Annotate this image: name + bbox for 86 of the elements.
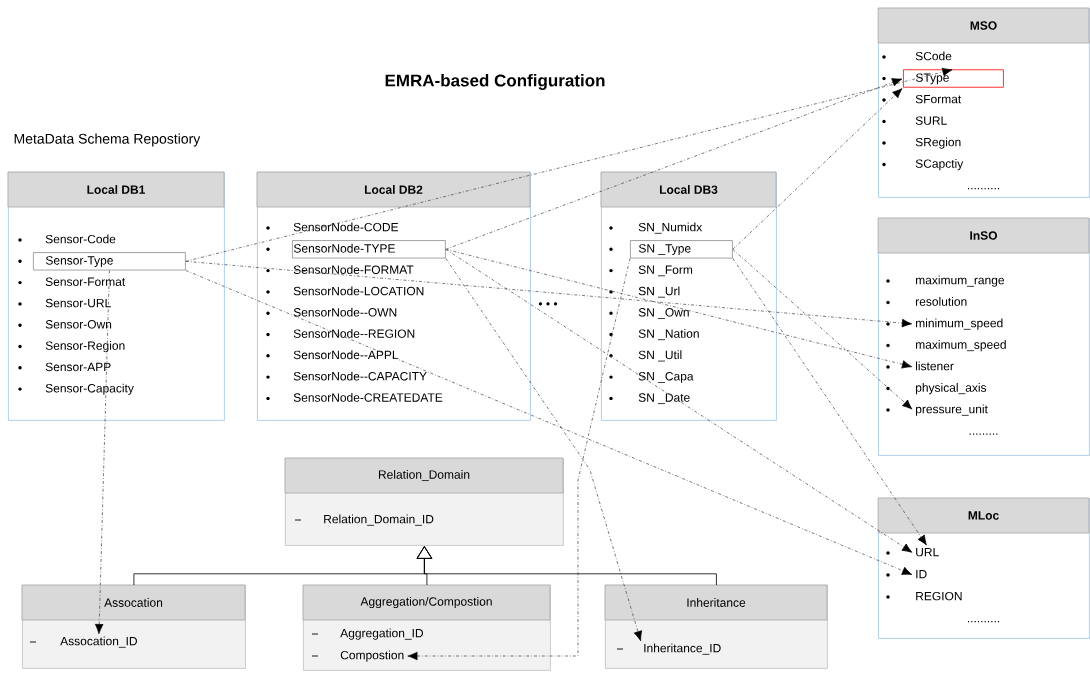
header-text: Local DB1 <box>87 185 145 194</box>
highlighted-field: SensorNode-TYPE <box>292 240 446 259</box>
ellipsis-text: .......... <box>967 620 1000 623</box>
list-item-text: SensorNode-CREATEDATE <box>293 392 443 402</box>
list-item-text: SensorNode--OWN <box>293 307 397 317</box>
list-item-text: Sensor-URL <box>45 298 111 308</box>
list-item-text: SRegion <box>915 137 961 149</box>
list-item-text: physical_axis <box>916 383 987 395</box>
header-text: Local DB3 <box>659 185 718 194</box>
list-item-text: Sensor-Region <box>45 341 125 353</box>
list-item-text: SN _Util <box>638 350 682 362</box>
list-item-text: Inheritance_ID <box>644 643 721 655</box>
header-text: InSO <box>970 231 997 240</box>
table <box>877 7 1090 198</box>
list-item-text: SensorNode--REGION <box>293 329 415 338</box>
arrow <box>732 248 913 410</box>
list-item-text: SN _Date <box>638 393 690 405</box>
highlighted-field: SType <box>903 69 1004 88</box>
arrow <box>185 260 913 328</box>
list-item-text: Aggregation_ID <box>340 628 423 640</box>
list-item-text: SensorNode-CODE <box>293 222 399 232</box>
table <box>256 171 531 421</box>
list-item-text: URL <box>916 548 939 557</box>
header-text: MSO <box>970 21 997 30</box>
table <box>302 584 551 671</box>
list-item-text: SCode <box>915 51 952 61</box>
list-item-text: Sensor-Code <box>45 234 116 244</box>
arrow <box>445 248 913 369</box>
arrow <box>407 258 631 661</box>
table <box>600 171 777 421</box>
heading-text: MetaData Schema Repostiory <box>14 133 201 147</box>
list-item-text: SensorNode--CAPACITY <box>293 371 427 381</box>
list-item-text: minimum_speed <box>916 318 1003 330</box>
table <box>7 171 225 421</box>
table <box>21 584 246 669</box>
list-item-text: Relation_Domain_ID <box>324 514 434 526</box>
list-item-text: ID <box>916 570 927 579</box>
header-text: Assocation <box>104 598 163 607</box>
list-item-text: REGION <box>916 591 962 601</box>
header-text: Relation_Domain <box>378 469 470 482</box>
list-item-text: SFormat <box>915 94 962 104</box>
list-item-text: Compostion <box>340 650 404 662</box>
list-item-text: maximum_range <box>916 275 1004 287</box>
list-item-text: Sensor-Own <box>45 320 112 329</box>
arrow <box>445 248 913 553</box>
list-item-text: SN _Nation <box>638 329 699 341</box>
list-item-text: SN _Form <box>638 265 693 277</box>
arrow <box>185 270 913 575</box>
header-text: Aggregation/Compostion <box>360 596 492 609</box>
list-item-text: SURL <box>915 116 947 125</box>
list-item-text: SN_Numidx <box>638 222 703 234</box>
list-item-text: Sensor-Capacity <box>45 383 134 395</box>
header-text: Local DB2 <box>364 185 423 194</box>
list-item-text: Sensor-APP <box>45 362 111 372</box>
list-item-text: SN _Capa <box>638 372 694 383</box>
table <box>604 584 828 669</box>
ellipsis-text: ......... <box>969 433 998 435</box>
arrow <box>416 546 717 586</box>
list-item-text: SN _Own <box>638 308 689 319</box>
arrow <box>732 88 903 250</box>
arrow <box>732 258 927 546</box>
arrow <box>445 78 903 250</box>
list-item-text: listener <box>916 361 954 371</box>
ellipsis-text: • • • <box>538 302 558 306</box>
highlighted-field: Sensor-Type <box>33 252 186 271</box>
table <box>877 217 1090 456</box>
list-item-text: SensorNode-LOCATION <box>293 286 424 296</box>
list-item-text: SensorNode--APPL <box>293 350 399 360</box>
highlighted-field: SN _Type <box>630 240 733 259</box>
list-item-text: maximum_speed <box>916 340 1006 352</box>
header-text: MLoc <box>968 511 999 520</box>
list-item-text: SensorNode-FORMAT <box>293 265 414 274</box>
title: EMRA-based Configuration <box>385 74 605 90</box>
list-item-text: pressure_unit <box>916 404 988 416</box>
list-item-text: Assocation_ID <box>60 636 137 648</box>
list-item-text: resolution <box>916 297 967 306</box>
ellipsis-text: .......... <box>967 187 1000 190</box>
list-item-text: SN _Url <box>638 286 680 298</box>
arrow <box>445 258 643 642</box>
header-text: Inheritance <box>687 598 746 607</box>
list-item-text: Sensor-Format <box>45 277 126 286</box>
list-item-text: SCapctiy <box>915 159 964 171</box>
table <box>284 457 564 546</box>
arrow <box>95 270 110 635</box>
arrow <box>185 67 953 262</box>
table <box>877 497 1090 639</box>
